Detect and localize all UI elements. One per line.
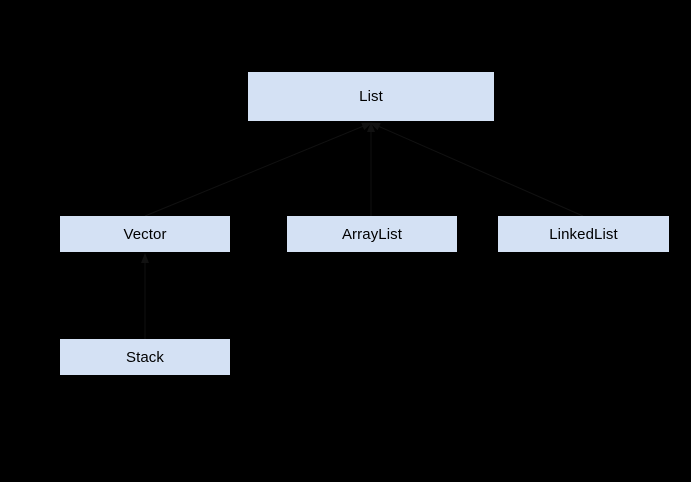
node-stack-label: Stack: [125, 348, 164, 366]
node-list-label: List: [359, 88, 383, 105]
edge-vector-to-list: [144, 122, 372, 217]
node-arraylist-label: ArrayList: [341, 225, 403, 243]
node-linkedlist-label: LinkedList: [549, 225, 618, 243]
node-arraylist[interactable]: ArrayList: [287, 216, 457, 252]
node-list[interactable]: List: [248, 72, 494, 121]
node-linkedlist[interactable]: LinkedList: [498, 216, 669, 252]
node-vector-label: Vector: [123, 225, 167, 243]
node-stack[interactable]: Stack: [60, 339, 230, 375]
edge-linkedlist-to-list: [370, 122, 584, 217]
node-vector[interactable]: Vector: [60, 216, 230, 252]
